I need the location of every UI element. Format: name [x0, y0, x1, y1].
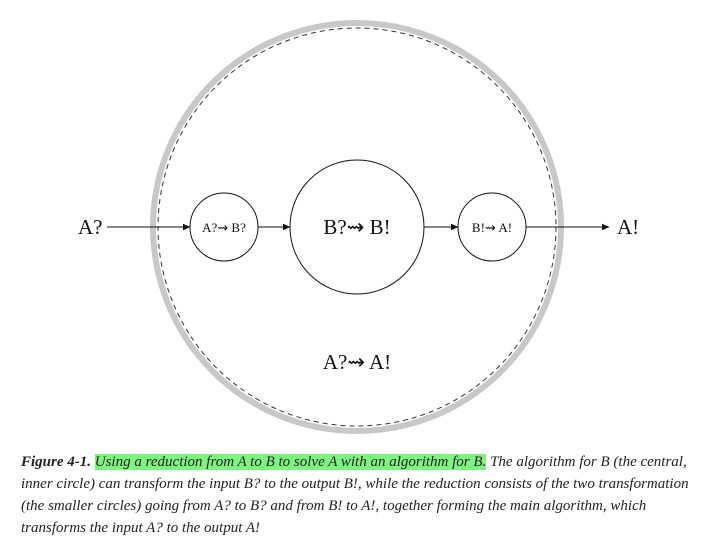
input-label: A?	[78, 215, 103, 239]
left-node-label: A?⇝ B?	[202, 220, 246, 235]
center-node-label: B?⇝ B!	[323, 215, 390, 239]
caption-body: The algorithm for B (the central, inner …	[21, 454, 689, 536]
right-node-label: B!⇝ A!	[472, 220, 512, 235]
figure-caption: Figure 4-1. Using a reduction from A to …	[21, 451, 691, 539]
output-label: A!	[617, 215, 639, 239]
figure-number: Figure 4-1.	[21, 454, 92, 470]
reduction-diagram: A? A! A?⇝ B? B?⇝ B! B!⇝ A! A?⇝ A!	[78, 20, 639, 434]
outer-algorithm-label: A?⇝ A!	[323, 350, 391, 374]
caption-highlight: Using a reduction from A to B to solve A…	[94, 454, 487, 470]
